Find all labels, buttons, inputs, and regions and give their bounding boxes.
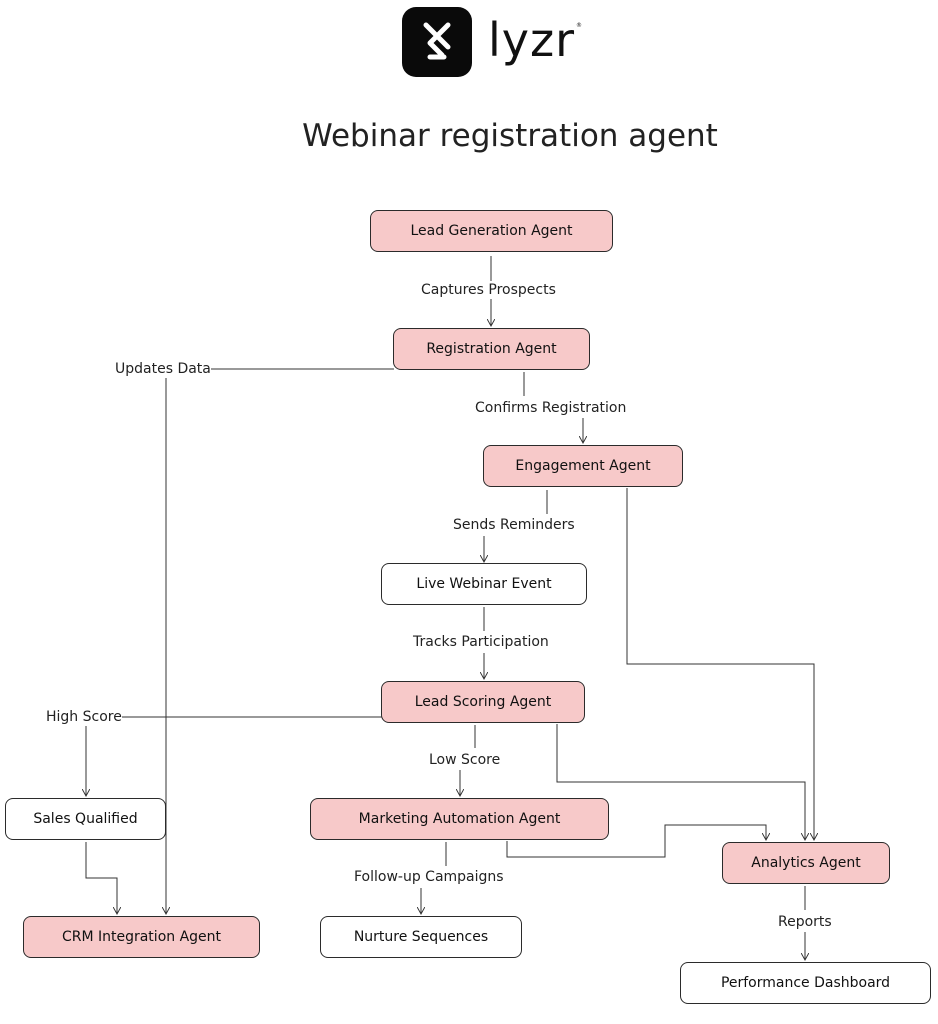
- node-sales-qualified: Sales Qualified: [5, 798, 166, 840]
- edge-scoring-to-analytics: [556, 724, 805, 840]
- edge-engagement-to-webinar: [484, 490, 548, 562]
- node-analytics-agent: Analytics Agent: [722, 842, 890, 884]
- edge-engagement-to-analytics: [626, 488, 814, 840]
- edge-label-captures-prospects: Captures Prospects: [421, 281, 556, 299]
- node-live-webinar-event: Live Webinar Event: [381, 563, 587, 605]
- edge-marketing-to-nurture: [421, 842, 447, 914]
- page-title: Webinar registration agent: [302, 118, 718, 154]
- edge-label-follow-up-campaigns: Follow-up Campaigns: [354, 868, 504, 886]
- node-lead-scoring-agent: Lead Scoring Agent: [381, 681, 585, 723]
- edge-registration-to-engagement: [523, 372, 583, 443]
- edge-sales-to-crm: [85, 842, 117, 914]
- node-marketing-automation-agent: Marketing Automation Agent: [310, 798, 609, 840]
- logo-registered-mark: ®: [576, 22, 582, 29]
- edge-scoring-to-sales: [86, 716, 382, 796]
- node-crm-integration-agent: CRM Integration Agent: [23, 916, 260, 958]
- edge-label-updates-data: Updates Data: [115, 360, 211, 378]
- lyzr-logo-icon: [402, 7, 472, 77]
- edge-scoring-to-marketing: [460, 725, 476, 796]
- edge-label-reports: Reports: [778, 913, 832, 931]
- node-nurture-sequences: Nurture Sequences: [320, 916, 522, 958]
- node-lead-generation-agent: Lead Generation Agent: [370, 210, 613, 252]
- node-engagement-agent: Engagement Agent: [483, 445, 683, 487]
- edge-marketing-to-analytics: [506, 824, 766, 858]
- logo-wordmark: lyzr: [488, 13, 576, 67]
- lyzr-mark-glyph-icon: [423, 22, 451, 60]
- edge-label-sends-reminders: Sends Reminders: [453, 516, 575, 534]
- edge-label-tracks-participation: Tracks Participation: [413, 633, 549, 651]
- edge-label-confirms-registration: Confirms Registration: [475, 399, 627, 417]
- edge-label-low-score: Low Score: [429, 751, 501, 769]
- node-performance-dashboard: Performance Dashboard: [680, 962, 931, 1004]
- node-registration-agent: Registration Agent: [393, 328, 590, 370]
- edge-label-high-score: High Score: [46, 708, 122, 726]
